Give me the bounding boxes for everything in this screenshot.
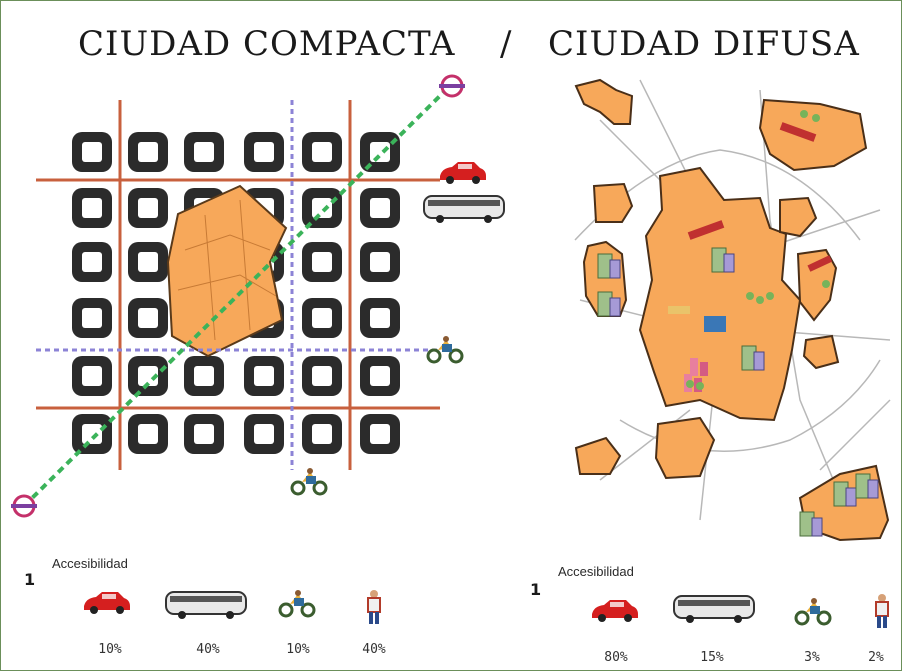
title-compact-city: CIUDAD COMPACTA bbox=[78, 24, 456, 64]
compact-city-center-district bbox=[166, 184, 288, 358]
cyclist-percent: 3% bbox=[804, 650, 820, 665]
car-percent: 10% bbox=[98, 642, 122, 657]
cyclist-icon bbox=[290, 466, 328, 496]
accessibility-label: Accesibilidad bbox=[52, 556, 128, 571]
title-diffuse-city: CIUDAD DIFUSA bbox=[548, 24, 860, 64]
diffuse-city-buildings bbox=[597, 110, 879, 537]
diffuse-city-modal-share bbox=[592, 593, 889, 629]
pedestrian-percent: 40% bbox=[362, 642, 386, 657]
compact-city-bike-routes bbox=[36, 100, 440, 470]
car-icon bbox=[592, 600, 638, 622]
bus-percent: 40% bbox=[196, 642, 220, 657]
metro-icon bbox=[9, 494, 39, 518]
compact-city-metro-line bbox=[22, 84, 452, 508]
title-separator: / bbox=[500, 24, 513, 64]
car-percent: 80% bbox=[604, 650, 628, 665]
cyclist-icon bbox=[426, 334, 464, 364]
car-icon bbox=[84, 592, 130, 614]
accessibility-label: Accesibilidad bbox=[558, 564, 634, 579]
metro-icon bbox=[437, 74, 467, 98]
compact-city-roads bbox=[36, 100, 440, 470]
diffuse-city-map bbox=[574, 78, 891, 542]
pedestrian-icon bbox=[367, 589, 381, 625]
diffuse-city-main-district bbox=[638, 166, 802, 422]
bus-percent: 15% bbox=[700, 650, 724, 665]
pedestrian-percent: 2% bbox=[868, 650, 884, 665]
compact-city-modal-share bbox=[84, 588, 381, 625]
accessibility-number: 1 bbox=[24, 570, 36, 589]
accessibility-number: 1 bbox=[530, 580, 542, 599]
cyclist-icon bbox=[794, 596, 832, 626]
cyclist-percent: 10% bbox=[286, 642, 310, 657]
cyclist-icon bbox=[278, 588, 316, 618]
pedestrian-icon bbox=[875, 593, 889, 629]
car-icon bbox=[440, 162, 486, 184]
bus-icon bbox=[423, 195, 505, 224]
compact-city-map bbox=[9, 74, 505, 518]
bus-icon bbox=[165, 591, 247, 620]
bus-icon bbox=[673, 595, 755, 624]
